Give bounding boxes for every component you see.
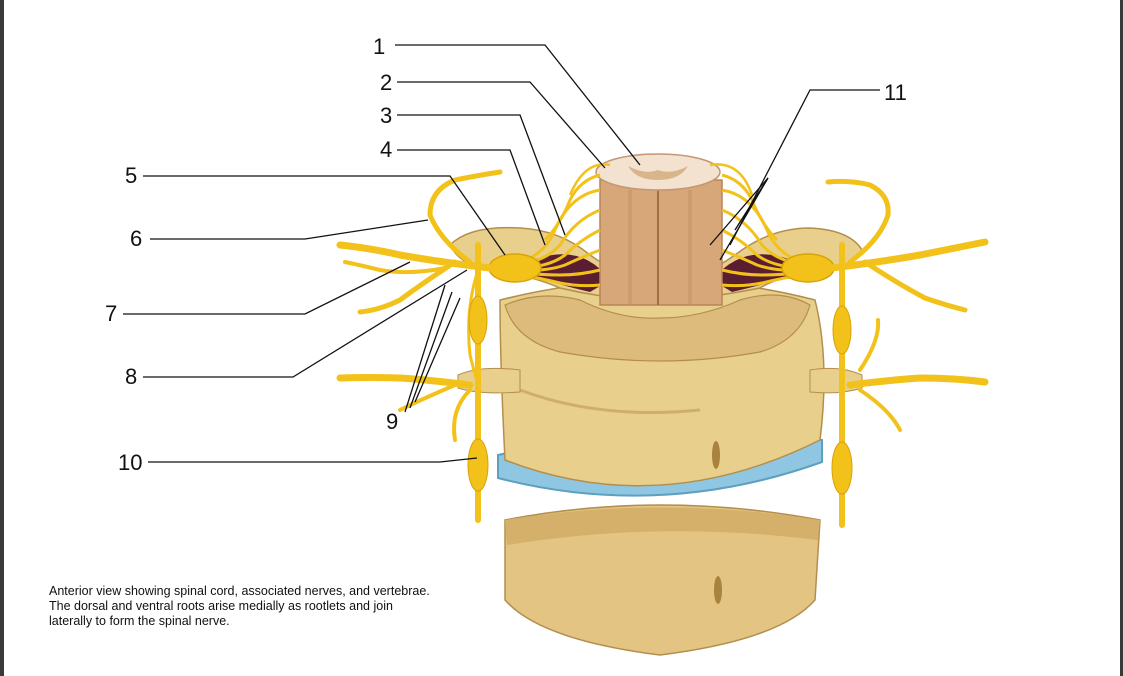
caption-line-3: laterally to form the spinal nerve. [49, 614, 230, 628]
right-chain-ganglion-lower [831, 441, 853, 495]
label-11: 11 [884, 80, 907, 105]
spinal-cord [595, 153, 723, 306]
label-4: 4 [380, 137, 393, 162]
label-8: 8 [125, 364, 138, 389]
label-9: 9 [386, 409, 399, 434]
label-3: 3 [380, 103, 393, 128]
label-1: 1 [373, 34, 386, 59]
left-chain-ganglion-upper [468, 295, 488, 345]
label-2: 2 [380, 70, 393, 95]
left-chain-ganglion-lower [467, 438, 489, 492]
right-chain-ganglion-upper [832, 305, 852, 355]
left-border [0, 0, 4, 676]
upper-vertebral-body [499, 279, 825, 487]
label-5: 5 [125, 163, 138, 188]
caption-line-2: The dorsal and ventral roots arise media… [49, 599, 393, 613]
leader-lines [123, 44, 880, 463]
label-6: 6 [130, 226, 143, 251]
label-7: 7 [105, 301, 118, 326]
caption-line-1: Anterior view showing spinal cord, assoc… [49, 584, 430, 598]
label-10: 10 [118, 450, 143, 475]
right-border [1120, 0, 1123, 676]
lower-vertebral-body [504, 504, 821, 656]
figure-caption: Anterior view showing spinal cord, assoc… [49, 584, 529, 629]
